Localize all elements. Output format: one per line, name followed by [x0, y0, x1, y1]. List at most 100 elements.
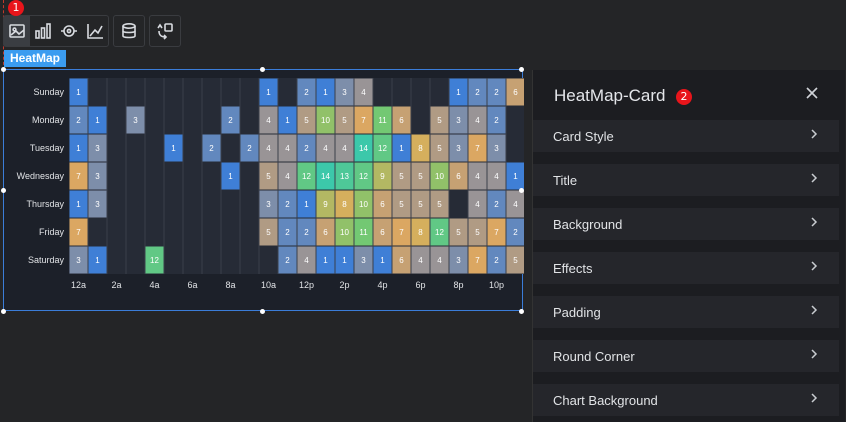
heatmap-cell[interactable] — [487, 134, 506, 162]
heatmap-cell[interactable] — [316, 162, 335, 190]
heatmap-cell[interactable] — [88, 106, 107, 134]
heatmap-cell[interactable] — [411, 190, 430, 218]
heatmap-cell[interactable] — [449, 246, 468, 274]
heatmap-cell[interactable] — [506, 162, 525, 190]
heatmap-cell[interactable] — [392, 134, 411, 162]
heatmap-cell[interactable] — [316, 218, 335, 246]
heatmap-cell[interactable] — [487, 218, 506, 246]
heatmap-cell[interactable] — [316, 134, 335, 162]
component-tag[interactable]: HeatMap — [4, 50, 67, 67]
heatmap-cell[interactable] — [468, 134, 487, 162]
heatmap-cell[interactable] — [487, 78, 506, 106]
heatmap-cell[interactable] — [259, 218, 278, 246]
settings-row-effects[interactable]: Effects — [533, 252, 839, 284]
heatmap-cell[interactable] — [373, 190, 392, 218]
target-icon[interactable] — [56, 16, 82, 46]
heatmap-cell[interactable] — [411, 218, 430, 246]
line-chart-icon[interactable] — [82, 16, 108, 46]
heatmap-cell[interactable] — [259, 162, 278, 190]
heatmap-cell[interactable] — [69, 246, 88, 274]
heatmap-cell[interactable] — [297, 134, 316, 162]
heatmap-cell[interactable] — [430, 190, 449, 218]
heatmap-cell[interactable] — [221, 162, 240, 190]
heatmap-cell[interactable] — [354, 162, 373, 190]
heatmap-cell[interactable] — [297, 246, 316, 274]
heatmap-cell[interactable] — [506, 246, 525, 274]
heatmap-cell[interactable] — [221, 106, 240, 134]
heatmap-cell[interactable] — [373, 218, 392, 246]
heatmap-cell[interactable] — [316, 106, 335, 134]
heatmap-cell[interactable] — [487, 190, 506, 218]
settings-row-card-style[interactable]: Card Style — [533, 120, 839, 152]
heatmap-cell[interactable] — [468, 246, 487, 274]
heatmap-cell[interactable] — [69, 162, 88, 190]
resize-handle-tr[interactable] — [519, 67, 524, 72]
heatmap-cell[interactable] — [335, 218, 354, 246]
heatmap-cell[interactable] — [468, 162, 487, 190]
heatmap-cell[interactable] — [354, 78, 373, 106]
heatmap-cell[interactable] — [278, 246, 297, 274]
heatmap-cell[interactable] — [278, 190, 297, 218]
heatmap-cell[interactable] — [373, 246, 392, 274]
heatmap-cell[interactable] — [145, 246, 164, 274]
settings-row-round-corner[interactable]: Round Corner — [533, 340, 839, 372]
heatmap-cell[interactable] — [297, 106, 316, 134]
heatmap-cell[interactable] — [430, 218, 449, 246]
heatmap-cell[interactable] — [164, 134, 183, 162]
heatmap-cell[interactable] — [297, 78, 316, 106]
resize-handle-b[interactable] — [260, 309, 265, 314]
heatmap-cell[interactable] — [411, 246, 430, 274]
heatmap-cell[interactable] — [373, 134, 392, 162]
close-icon[interactable] — [803, 84, 821, 102]
resize-handle-l[interactable] — [1, 188, 6, 193]
heatmap-cell[interactable] — [88, 162, 107, 190]
heatmap-cell[interactable] — [430, 106, 449, 134]
image-icon[interactable] — [4, 16, 30, 46]
heatmap-cell[interactable] — [468, 190, 487, 218]
heatmap-cell[interactable] — [430, 246, 449, 274]
heatmap-cell[interactable] — [316, 246, 335, 274]
settings-row-chart-background[interactable]: Chart Background — [533, 384, 839, 416]
heatmap-cell[interactable] — [506, 190, 525, 218]
heatmap-cell[interactable] — [468, 78, 487, 106]
heatmap-cell[interactable] — [69, 106, 88, 134]
heatmap-cell[interactable] — [411, 162, 430, 190]
resize-handle-br[interactable] — [519, 309, 524, 314]
heatmap-cell[interactable] — [506, 218, 525, 246]
heatmap-cell[interactable] — [335, 78, 354, 106]
settings-row-padding[interactable]: Padding — [533, 296, 839, 328]
heatmap-cell[interactable] — [259, 106, 278, 134]
heatmap-cell[interactable] — [126, 106, 145, 134]
heatmap-cell[interactable] — [259, 78, 278, 106]
heatmap-cell[interactable] — [335, 106, 354, 134]
heatmap-cell[interactable] — [449, 162, 468, 190]
heatmap-cell[interactable] — [487, 106, 506, 134]
heatmap-cell[interactable] — [202, 134, 221, 162]
database-icon[interactable] — [114, 16, 144, 46]
resize-handle-bl[interactable] — [1, 309, 6, 314]
heatmap-cell[interactable] — [506, 78, 525, 106]
heatmap-cell[interactable] — [316, 78, 335, 106]
heatmap-cell[interactable] — [430, 162, 449, 190]
heatmap-cell[interactable] — [354, 106, 373, 134]
heatmap-cell[interactable] — [69, 134, 88, 162]
heatmap-cell[interactable] — [297, 190, 316, 218]
settings-row-background[interactable]: Background — [533, 208, 839, 240]
heatmap-cell[interactable] — [354, 134, 373, 162]
heatmap-cell[interactable] — [278, 106, 297, 134]
heatmap-cell[interactable] — [278, 134, 297, 162]
heatmap-cell[interactable] — [449, 134, 468, 162]
heatmap-cell[interactable] — [487, 246, 506, 274]
heatmap-cell[interactable] — [335, 162, 354, 190]
heatmap-cell[interactable] — [335, 246, 354, 274]
heatmap-cell[interactable] — [316, 190, 335, 218]
heatmap-cell[interactable] — [468, 218, 487, 246]
resize-handle-r[interactable] — [519, 188, 524, 193]
settings-row-title[interactable]: Title — [533, 164, 839, 196]
heatmap-cell[interactable] — [392, 162, 411, 190]
heatmap-cell[interactable] — [88, 246, 107, 274]
heatmap-cell[interactable] — [88, 134, 107, 162]
heatmap-cell[interactable] — [259, 134, 278, 162]
resize-handle-t[interactable] — [260, 67, 265, 72]
